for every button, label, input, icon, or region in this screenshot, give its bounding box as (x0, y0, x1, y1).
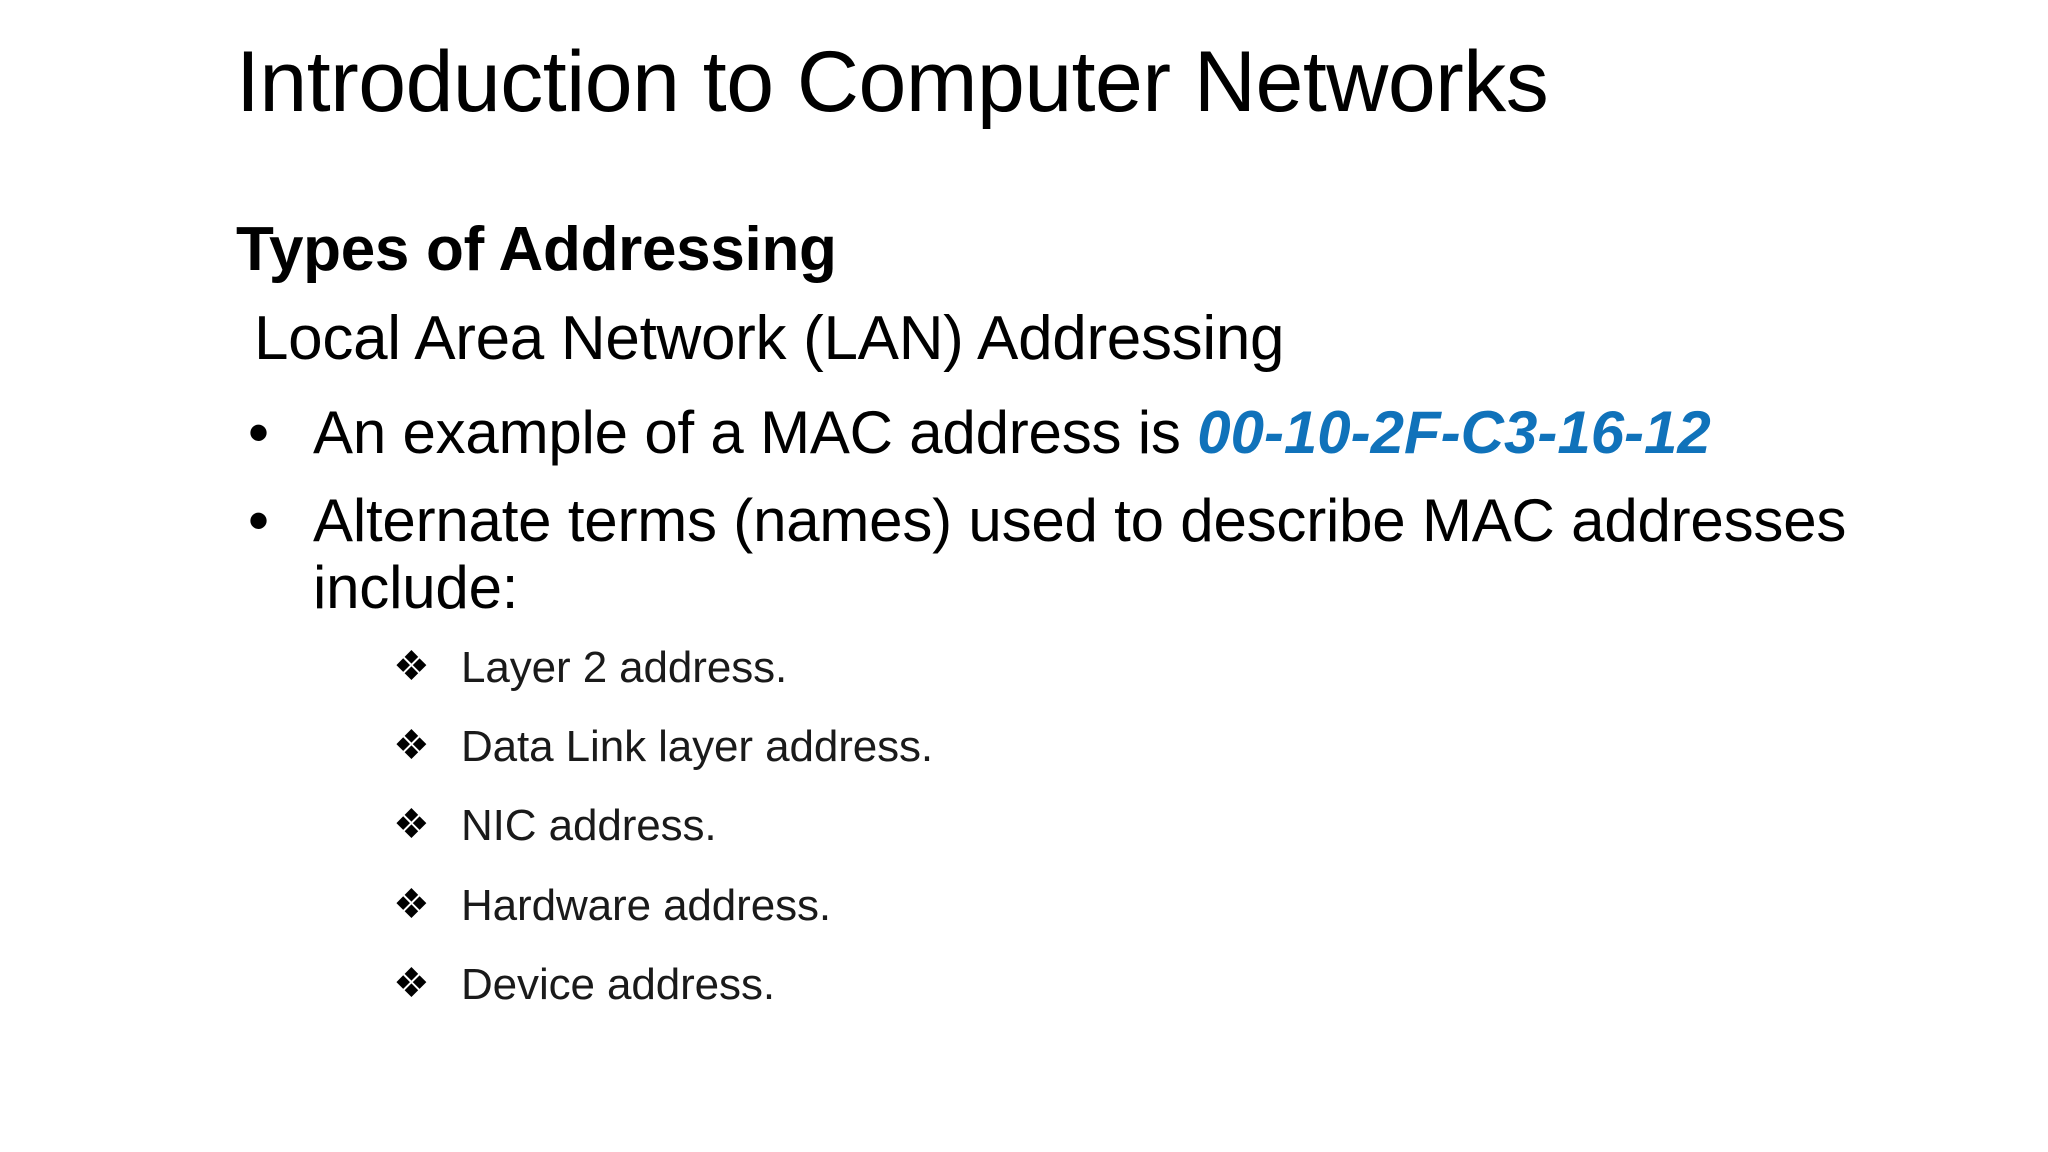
sub-bullet-text: Layer 2 address. (461, 642, 788, 692)
list-item: • Alternate terms (names) used to describ… (236, 488, 1976, 621)
sub-bullet-text: Device address. (461, 960, 775, 1010)
diamond-bullet-icon: ❖ (393, 801, 430, 848)
diamond-bullet-icon: ❖ (393, 642, 430, 689)
bullet-dot-icon: • (248, 398, 269, 466)
list-item: ❖ Data Link layer address. (393, 722, 1976, 772)
primary-bullet-list: • An example of a MAC address is 00-10-2F… (236, 398, 1976, 622)
bullet-text: An example of a MAC address is (313, 398, 1198, 466)
slide-body: Types of Addressing Local Area Network (… (236, 215, 1976, 1010)
sub-bullet-text: NIC address. (461, 801, 717, 851)
bullet-dot-icon: • (248, 487, 269, 555)
list-item: ❖ Hardware address. (393, 880, 1976, 930)
list-item: ❖ Layer 2 address. (393, 642, 1976, 692)
list-item: ❖ NIC address. (393, 801, 1976, 851)
diamond-bullet-icon: ❖ (393, 880, 430, 927)
list-item: ❖ Device address. (393, 960, 1976, 1010)
bullet-text: Alternate terms (names) used to describe… (313, 487, 1847, 622)
diamond-bullet-icon: ❖ (393, 722, 430, 769)
mac-address-value: 00-10-2F-C3-16-12 (1197, 398, 1711, 466)
slide-title: Introduction to Computer Networks (236, 34, 1549, 130)
diamond-bullet-icon: ❖ (393, 960, 430, 1007)
secondary-bullet-list: ❖ Layer 2 address. ❖ Data Link layer addre… (236, 642, 1976, 1010)
body-heading: Types of Addressing (236, 215, 837, 284)
sub-bullet-text: Hardware address. (461, 880, 832, 930)
sub-bullet-text: Data Link layer address. (461, 722, 934, 772)
body-subheading: Local Area Network (LAN) Addressing (254, 304, 1285, 374)
list-item: • An example of a MAC address is 00-10-2F… (236, 398, 1976, 467)
